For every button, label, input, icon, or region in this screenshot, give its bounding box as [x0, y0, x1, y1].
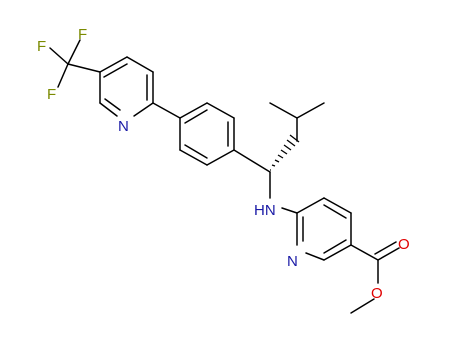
atom-n-pyridine-bottom: N [287, 253, 298, 270]
bond-cf3-f2 [67, 39, 81, 65]
atom-labels: F F F N HN N O O [37, 26, 410, 302]
bond-pyr1-b [126, 56, 154, 73]
bond-ch-me2 [296, 102, 325, 119]
bond-ch-me1 [269, 102, 298, 119]
bond-pyr1-phenyl [152, 102, 181, 119]
bond-cf3-f1 [49, 47, 69, 65]
bond-pyr2-b [323, 197, 352, 214]
atom-o-ester: O [371, 285, 383, 302]
bond-carbonyl-o1 [377, 247, 400, 261]
bond-pyr2-d [323, 244, 352, 261]
bond-ph-e2 [184, 144, 208, 159]
atom-f1: F [37, 38, 46, 55]
bond-ph-e [179, 149, 208, 166]
bond-carbonyl-o2 [374, 241, 397, 255]
bond-cf3-f3 [57, 63, 69, 88]
atom-f3: F [47, 86, 56, 103]
atom-o-carbonyl: O [398, 236, 410, 253]
atom-n-pyridine-top: N [118, 118, 129, 135]
bond-pyr1-d [133, 102, 154, 117]
bond-nh-pyr2 [281, 207, 298, 214]
bond-ph-a [179, 102, 208, 119]
bond-oester-methyl [350, 298, 375, 314]
bond-phenyl-chiral [233, 149, 271, 173]
bond-pyr1-e2 [104, 98, 121, 111]
bond-ring-carbonyl [350, 244, 379, 261]
bonds [49, 39, 400, 314]
bond-pyr1-e [99, 102, 118, 117]
bond-pyr2-e [305, 252, 325, 261]
bond-ph-d [206, 149, 235, 166]
stereo-hashed-wedge [270, 134, 300, 171]
atom-nh: HN [254, 202, 276, 219]
atom-f2: F [78, 26, 87, 43]
bond-pyr1-a [99, 56, 128, 73]
bond-cf3-ring [67, 63, 101, 73]
bond-pyr2-a [296, 197, 325, 214]
bond-pyr2-d2 [323, 239, 347, 254]
bond-ph-a2 [184, 109, 208, 124]
bond-ph-b [206, 102, 235, 119]
bond-pyr1-a2 [103, 63, 128, 78]
bond-pyr2-b2 [323, 204, 347, 219]
